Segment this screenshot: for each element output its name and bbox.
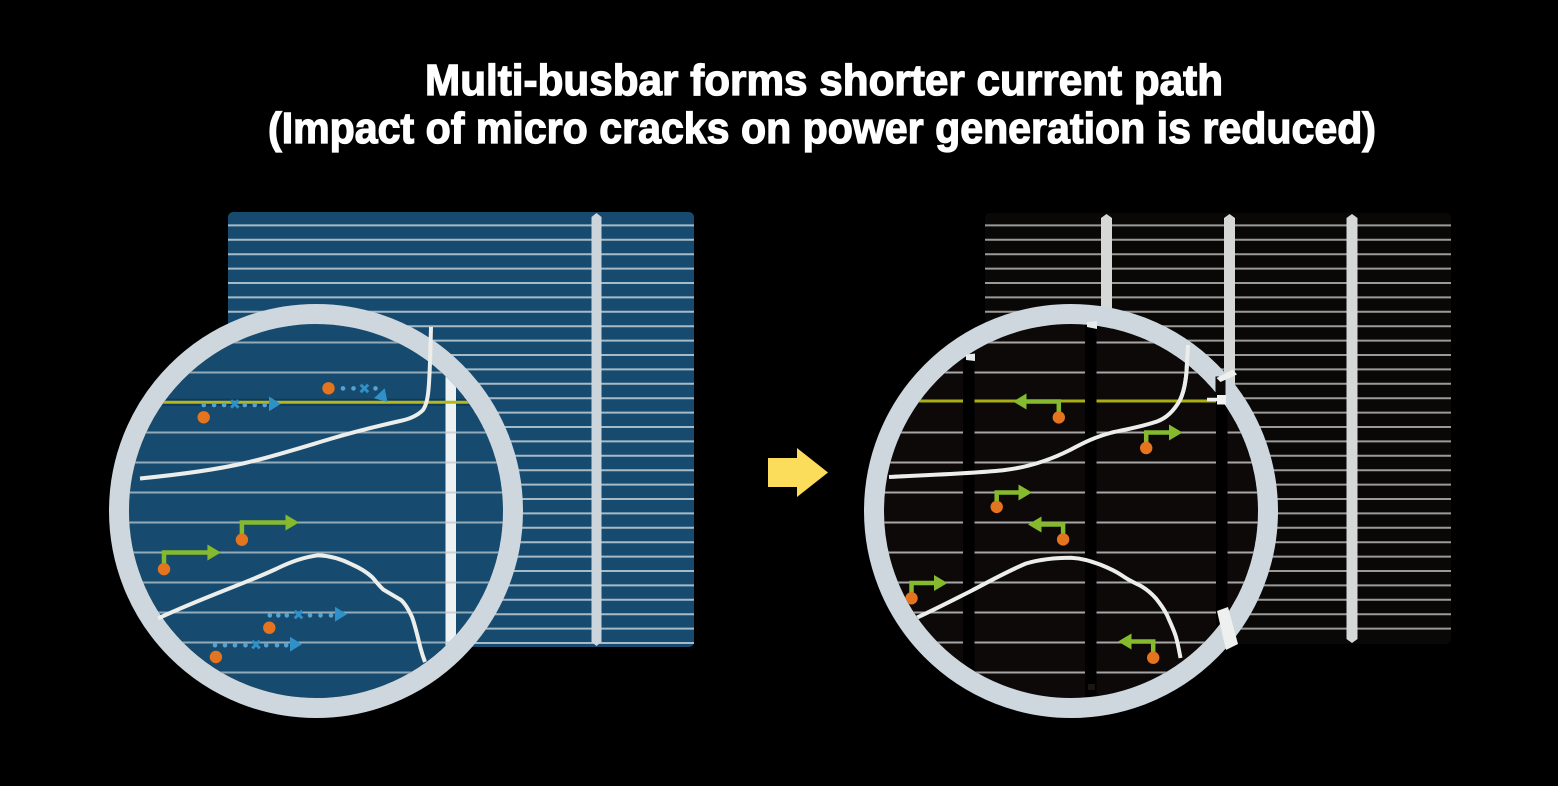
svg-text:(Impact of micro cracks on pow: (Impact of micro cracks on power generat… bbox=[268, 104, 1376, 153]
svg-text:Multi-busbar forms shorter cur: Multi-busbar forms shorter current path bbox=[425, 56, 1223, 105]
